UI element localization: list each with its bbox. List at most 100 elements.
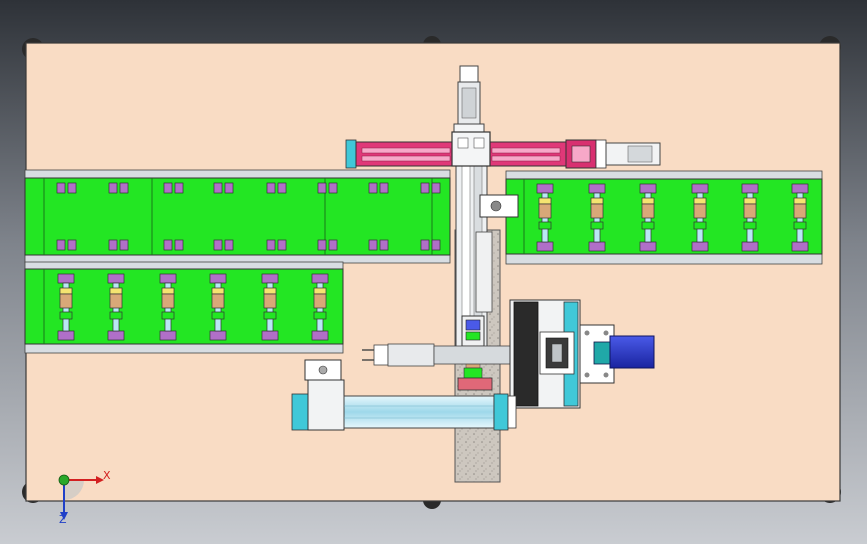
x-axis-label: X: [103, 469, 111, 482]
sensor-head: [490, 200, 502, 212]
fixture-pad: [791, 183, 809, 194]
fixture-pad: [311, 330, 329, 341]
workpiece-collar: [211, 311, 225, 320]
workpiece-band: [743, 197, 757, 205]
product-pad: [67, 239, 77, 251]
workpiece-band: [211, 287, 225, 295]
fixture-pad: [536, 241, 554, 252]
cylinders-bottom-left: [57, 273, 329, 341]
workpiece-band: [263, 287, 277, 295]
conveyor-top-left[interactable]: [24, 169, 451, 264]
workpiece-band: [693, 197, 707, 205]
fixture-pad: [57, 330, 75, 341]
workpiece-collar: [263, 311, 277, 320]
bolt: [603, 330, 609, 336]
servo-motor[interactable]: [609, 335, 655, 369]
bolt: [584, 372, 590, 378]
product-pad: [174, 182, 184, 194]
product-pad: [266, 182, 276, 194]
product-pad: [368, 239, 378, 251]
rotary-pusher-unit[interactable]: [509, 299, 581, 409]
workpiece-body: [538, 203, 552, 219]
product-pad: [213, 182, 223, 194]
fixture-pad: [791, 241, 809, 252]
fixture-pad: [209, 330, 227, 341]
product-pad: [119, 239, 129, 251]
column-rail[interactable]: [475, 231, 493, 313]
fixture-pad: [261, 330, 279, 341]
workpiece-collar: [161, 311, 175, 320]
product-pad: [328, 182, 338, 194]
fixture-pad: [691, 241, 709, 252]
workpiece-band: [313, 287, 327, 295]
fixture-pad: [741, 183, 759, 194]
workpiece-collar: [313, 311, 327, 320]
workpiece-body: [109, 293, 123, 309]
fixture-pad: [261, 273, 279, 284]
horizontal-slide[interactable]: [362, 343, 513, 367]
carriage-bolt: [457, 137, 469, 149]
product-pad: [379, 239, 389, 251]
workpiece-body: [743, 203, 757, 219]
bolt: [584, 330, 590, 336]
workpiece-collar: [641, 221, 655, 230]
pads-top-left: [56, 182, 441, 251]
product-pad: [67, 182, 77, 194]
product-pad: [108, 182, 118, 194]
workpiece-band: [109, 287, 123, 295]
workpiece-body: [590, 203, 604, 219]
product-pad: [368, 182, 378, 194]
workpiece-body: [161, 293, 175, 309]
fixture-pad: [588, 183, 606, 194]
product-pad: [163, 239, 173, 251]
horizontal-gantry-rail[interactable]: [345, 139, 661, 169]
workpiece-body: [641, 203, 655, 219]
fixture-pad: [639, 183, 657, 194]
workpiece-collar: [793, 221, 807, 230]
product-pad: [277, 182, 287, 194]
coordinate-triad-icon: [58, 474, 104, 520]
fixture-pad: [691, 183, 709, 194]
fixture-pad: [107, 330, 125, 341]
workpiece-band: [59, 287, 73, 295]
gantry-carriage[interactable]: [451, 131, 491, 167]
conveyor-right[interactable]: [505, 170, 823, 265]
product-pad: [163, 182, 173, 194]
product-pad: [56, 182, 66, 194]
motor-coupler[interactable]: [593, 341, 611, 365]
product-pad: [379, 182, 389, 194]
product-pad: [328, 239, 338, 251]
product-pad: [108, 239, 118, 251]
workpiece-band: [161, 287, 175, 295]
workpiece-band: [590, 197, 604, 205]
product-pad: [119, 182, 129, 194]
product-pad: [213, 239, 223, 251]
workpiece-band: [641, 197, 655, 205]
fixture-pad: [57, 273, 75, 284]
workpiece-body: [59, 293, 73, 309]
workpiece-body: [693, 203, 707, 219]
product-pad: [317, 182, 327, 194]
workpiece-band: [793, 197, 807, 205]
product-pad: [431, 182, 441, 194]
fixture-pad: [588, 241, 606, 252]
workpiece-collar: [59, 311, 73, 320]
workpiece-collar: [693, 221, 707, 230]
fixture-pad: [741, 241, 759, 252]
fixture-pad: [536, 183, 554, 194]
product-pad: [56, 239, 66, 251]
conveyor-bottom-left[interactable]: [24, 261, 344, 354]
product-pad: [277, 239, 287, 251]
fixture-pad: [311, 273, 329, 284]
fixture-pad: [107, 273, 125, 284]
workpiece-body: [793, 203, 807, 219]
bolt: [603, 372, 609, 378]
workpiece-collar: [590, 221, 604, 230]
workpiece-band: [538, 197, 552, 205]
z-axis-label: Z: [59, 513, 67, 526]
pneumatic-cylinder[interactable]: [291, 359, 517, 431]
product-pad: [420, 182, 430, 194]
fixture-pad: [159, 273, 177, 284]
